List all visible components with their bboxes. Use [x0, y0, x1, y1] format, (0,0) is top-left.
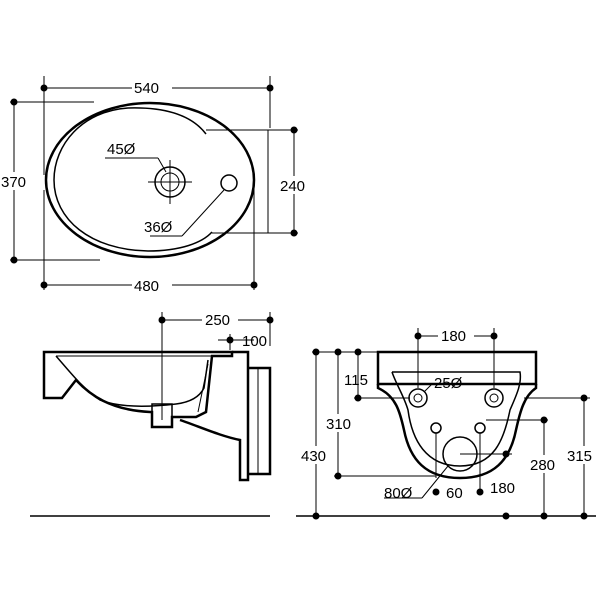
side-view: 250 100 [42, 310, 274, 482]
small-hole-left [430, 422, 442, 434]
dim-60-label: 60 [446, 485, 463, 502]
top-view: 45Ø 36Ø 540 370 480 240 [0, 76, 311, 295]
overflow-hole-label: 36Ø [144, 219, 173, 236]
dim-240-label: 240 [280, 178, 305, 195]
rear-view: 180 115 25Ø 310 430 80Ø 60 [300, 326, 600, 520]
drain-hole-label: 80Ø [384, 485, 413, 502]
tap-hole-label: 45Ø [107, 141, 136, 158]
fixing-hole-right-inner [489, 393, 499, 403]
fixing-hole-right [484, 388, 504, 408]
dim-310-label: 310 [326, 416, 351, 433]
overflow-leader-diag [181, 189, 225, 237]
drain-leader-diag [421, 465, 449, 499]
tap-hole-leader-diag [157, 157, 167, 173]
wall-plate [248, 366, 272, 476]
dim-115-label: 115 [344, 372, 368, 389]
small-hole-right [474, 422, 486, 434]
dim-100-label: 100 [242, 333, 267, 350]
dim-430-label: 430 [301, 448, 326, 465]
dim-280-label: 280 [530, 457, 555, 474]
fixing-hole-leader [423, 383, 433, 393]
basin-inner-rim [53, 107, 213, 252]
basin-outer-ellipse [44, 101, 256, 259]
overflow-channel [197, 363, 209, 413]
fixing-hole-left-inner [413, 393, 423, 403]
dim-180-lower-label: 180 [490, 480, 515, 497]
dim-315-label: 315 [567, 448, 592, 465]
rear-body-inner [391, 371, 522, 467]
dim-180-top-label: 180 [441, 328, 466, 345]
rear-body-outer [376, 384, 538, 480]
dim-250-label: 250 [205, 312, 230, 329]
basin-bowl-inner [55, 355, 209, 407]
wall-bracket [179, 350, 250, 482]
dim-540-label: 540 [134, 80, 159, 97]
dim-370-label: 370 [1, 174, 26, 191]
dim-480-label: 480 [134, 278, 159, 295]
fixing-hole-label: 25Ø [434, 375, 463, 392]
overflow-hole [220, 174, 238, 192]
tap-deck-outline [206, 129, 269, 234]
